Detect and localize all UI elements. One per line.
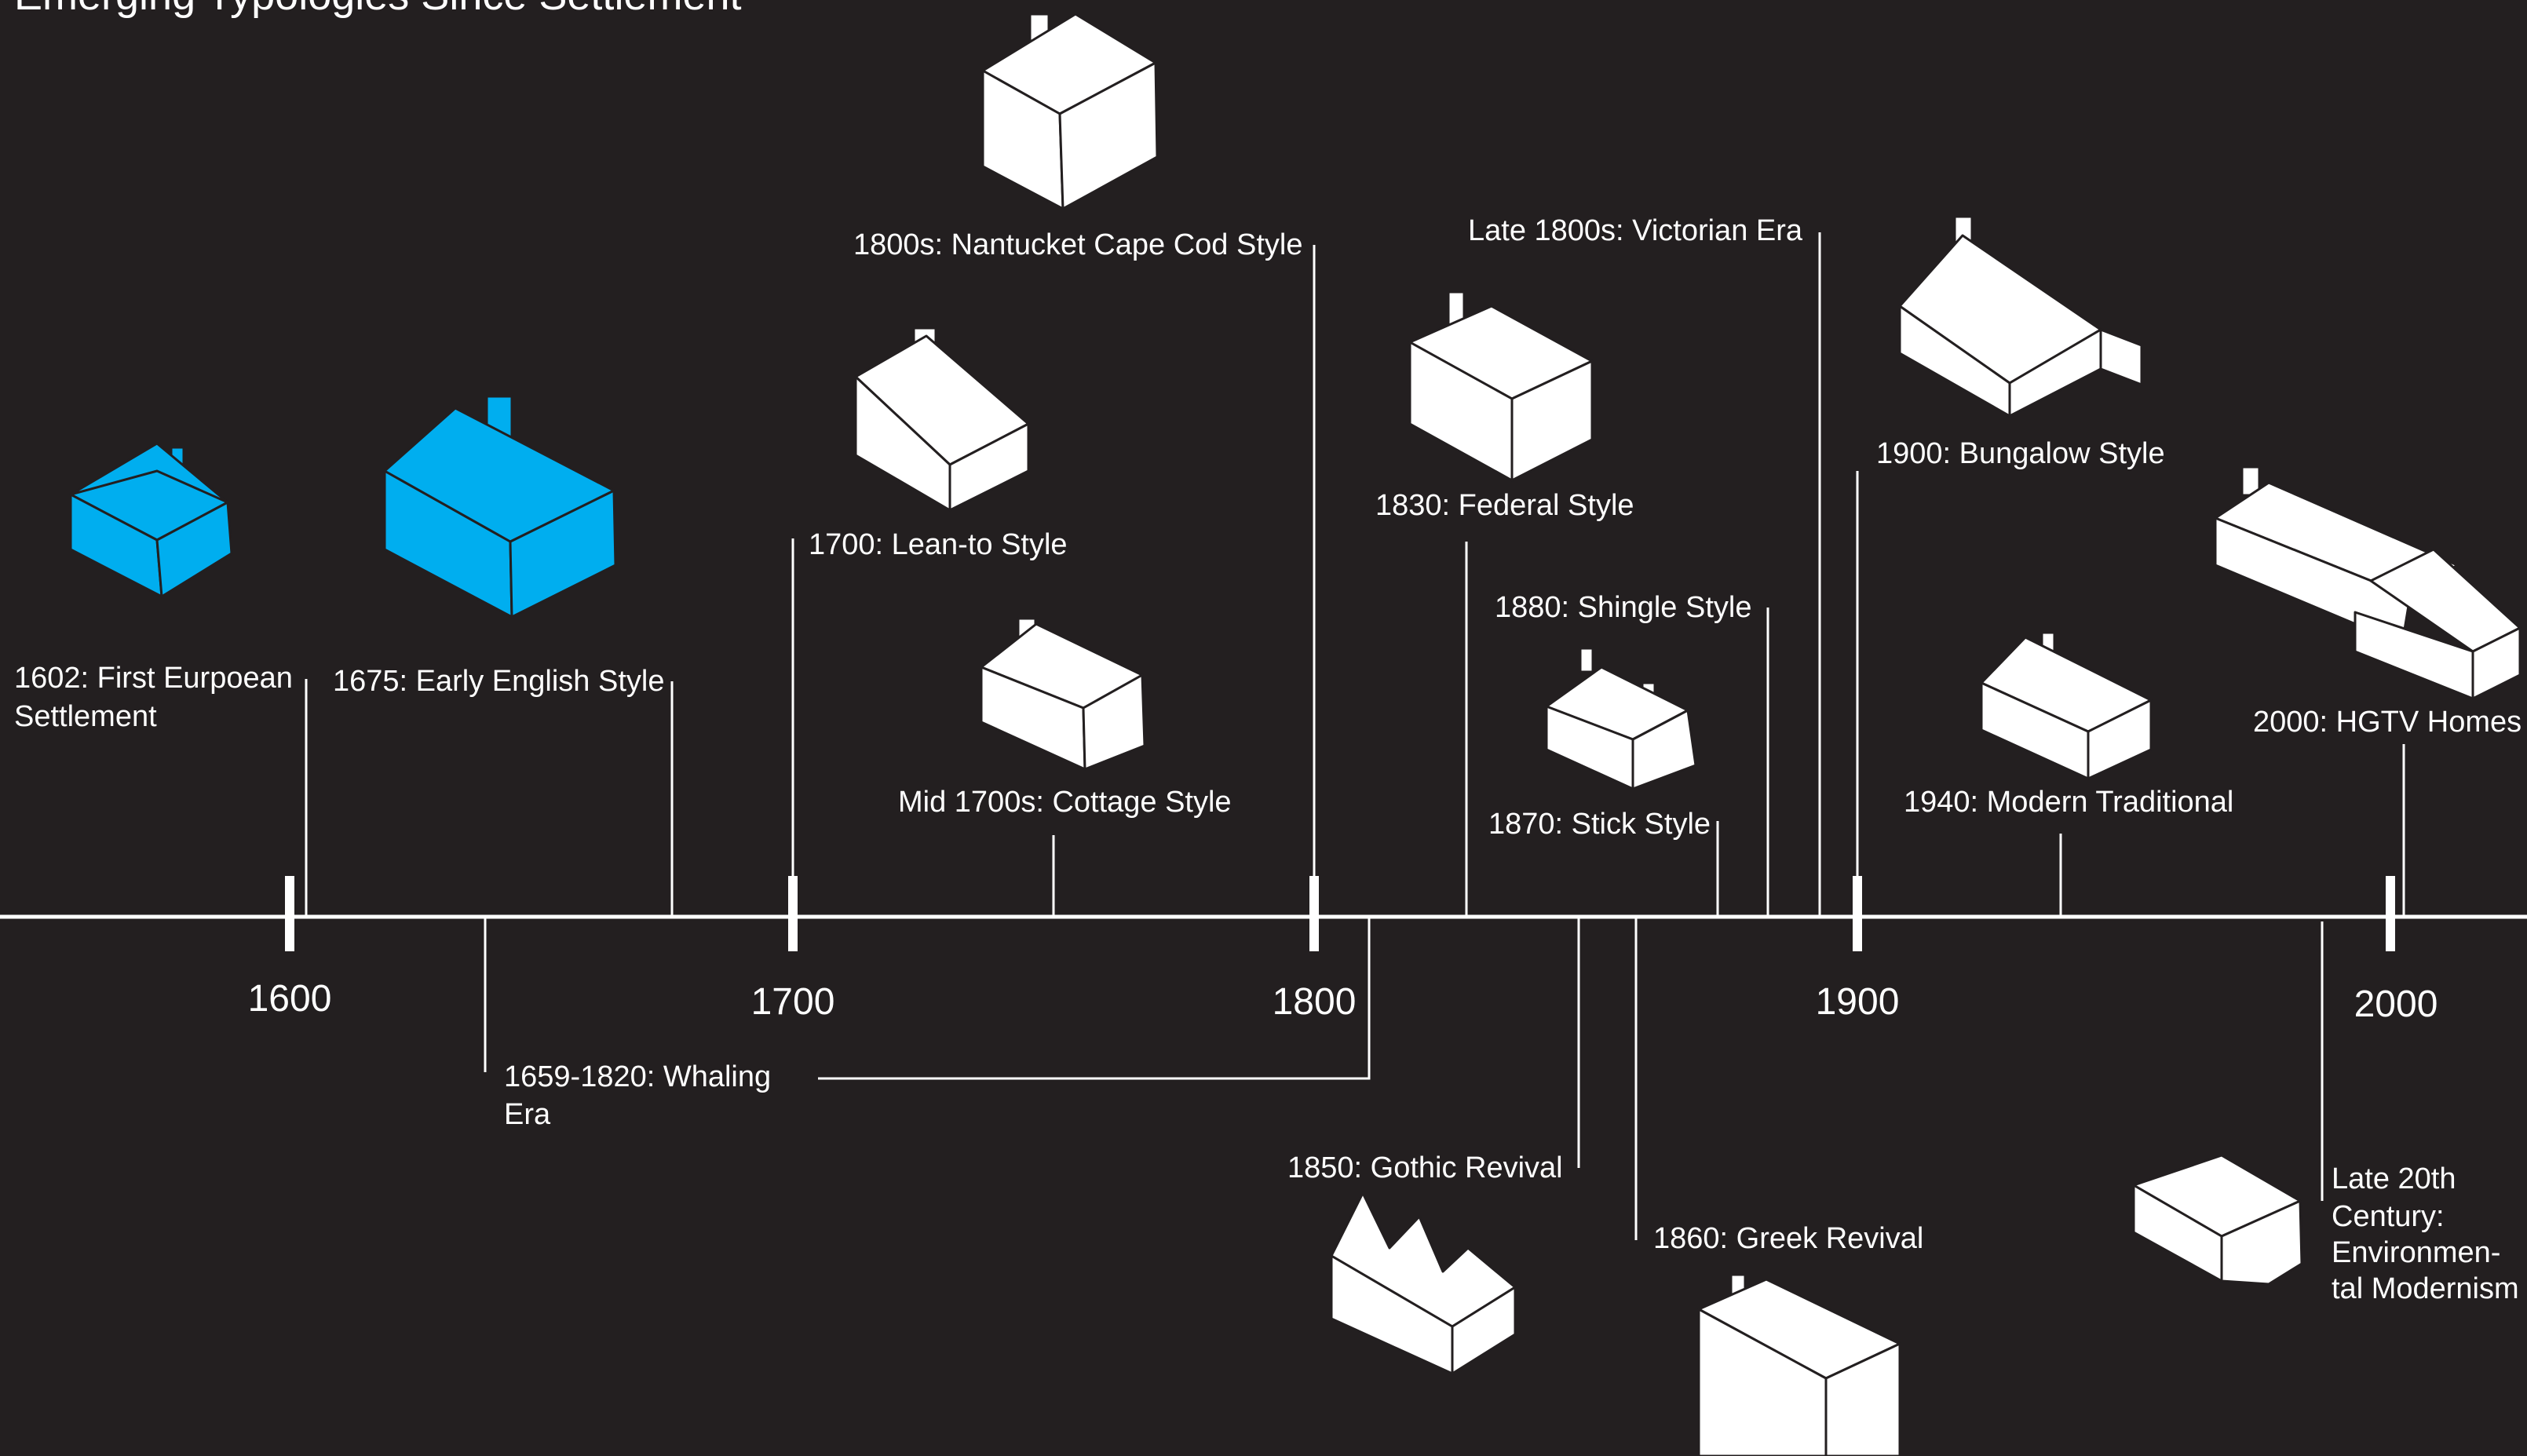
federal-house-icon	[1408, 290, 1594, 482]
saltbox-house-icon	[854, 327, 1030, 512]
year-label-1900: 1900	[1816, 981, 1900, 1023]
label-cape-cod: 1800s: Nantucket Cape Cod Style	[853, 228, 1302, 261]
label-victorian: Late 1800s: Victorian Era	[1468, 214, 1803, 247]
label-greek: 1860: Greek Revival	[1653, 1222, 1923, 1255]
label-environmental-line2: Century:	[2332, 1200, 2445, 1233]
year-label-1600: 1600	[248, 978, 332, 1020]
modern-traditional-house-icon	[1980, 631, 2153, 780]
bungalow-icon	[1898, 215, 2143, 418]
early-english-house-icon	[383, 395, 617, 619]
label-shingle: 1880: Shingle Style	[1495, 591, 1751, 624]
label-gothic: 1850: Gothic Revival	[1287, 1151, 1563, 1184]
label-hgtv: 2000: HGTV Homes	[2253, 706, 2522, 739]
label-cottage: Mid 1700s: Cottage Style	[898, 786, 1232, 819]
label-modern-traditional: 1940: Modern Traditional	[1904, 786, 2233, 819]
year-label-1700: 1700	[751, 981, 835, 1023]
label-first-settlement-line2: Settlement	[14, 700, 157, 733]
diagram-title: Emerging Typologies Since Settlement	[14, 0, 742, 19]
first-settlement-house-icon	[69, 442, 233, 598]
modernist-house-icon	[2132, 1154, 2303, 1286]
label-lean-to: 1700: Lean-to Style	[809, 528, 1068, 561]
label-whaling-line2: Era	[504, 1098, 551, 1131]
label-early-english: 1675: Early English Style	[333, 665, 664, 698]
label-whaling-line1: 1659-1820: Whaling	[504, 1060, 771, 1093]
gothic-revival-house-icon	[1330, 1191, 1517, 1375]
label-first-settlement-line1: 1602: First Eurpoean	[14, 662, 293, 695]
label-stick: 1870: Stick Style	[1488, 808, 1711, 841]
stick-style-house-icon	[1545, 647, 1697, 790]
cape-cod-house-icon	[981, 13, 1159, 210]
label-environmental-line1: Late 20th	[2332, 1162, 2456, 1195]
year-label-1800: 1800	[1273, 981, 1357, 1023]
greek-revival-house-icon	[1697, 1273, 1901, 1456]
label-environmental-line3: Environmen-	[2332, 1236, 2500, 1269]
label-federal: 1830: Federal Style	[1375, 489, 1634, 522]
cottage-icon	[980, 617, 1146, 771]
hgtv-home-icon	[2214, 465, 2522, 700]
leader-whaling-end	[818, 917, 1371, 1080]
year-label-2000: 2000	[2354, 983, 2438, 1025]
label-environmental-line4: tal Modernism	[2332, 1272, 2519, 1305]
label-bungalow: 1900: Bungalow Style	[1876, 437, 2165, 470]
